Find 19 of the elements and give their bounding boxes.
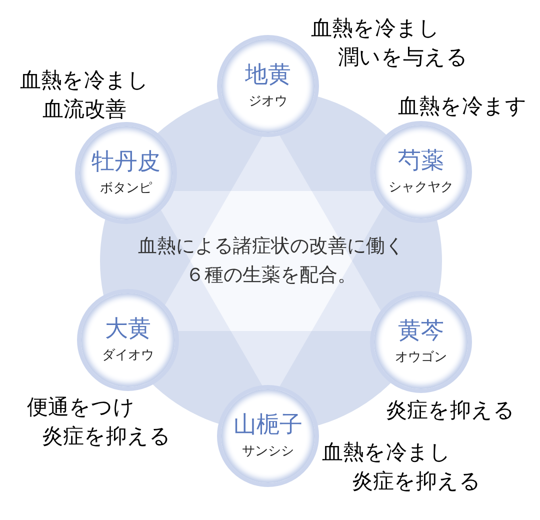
effect-text: 炎症を抑える [386, 397, 515, 424]
herb-reading: サンシシ [242, 444, 294, 460]
herb-reading: ボタンピ [100, 181, 152, 197]
effect-text: 血熱を冷まし血流改善 [20, 67, 149, 123]
herb-reading: シャクヤク [388, 180, 454, 196]
effect-text: 血熱を冷まし炎症を抑える [322, 439, 481, 495]
center-text: 血熱による諸症状の改善に働く６種の生薬を配合。 [137, 234, 406, 288]
herb-name: 芍薬 [398, 148, 444, 175]
herb-name: 黄芩 [398, 318, 444, 345]
herb-reading: ダイオウ [102, 348, 154, 364]
herb-name: 地黄 [245, 62, 291, 89]
effect-text: 血熱を冷まし潤いを与える [311, 15, 468, 71]
effect-text: 血熱を冷ます [398, 93, 527, 120]
effect-text: 便通をつけ炎症を抑える [27, 394, 171, 450]
herb-name: 牡丹皮 [92, 149, 160, 176]
herb-reading: ジオウ [248, 94, 288, 110]
herb-reading: オウゴン [395, 350, 447, 366]
herb-name: 山梔子 [234, 412, 302, 439]
herb-name: 大黄 [105, 316, 151, 343]
